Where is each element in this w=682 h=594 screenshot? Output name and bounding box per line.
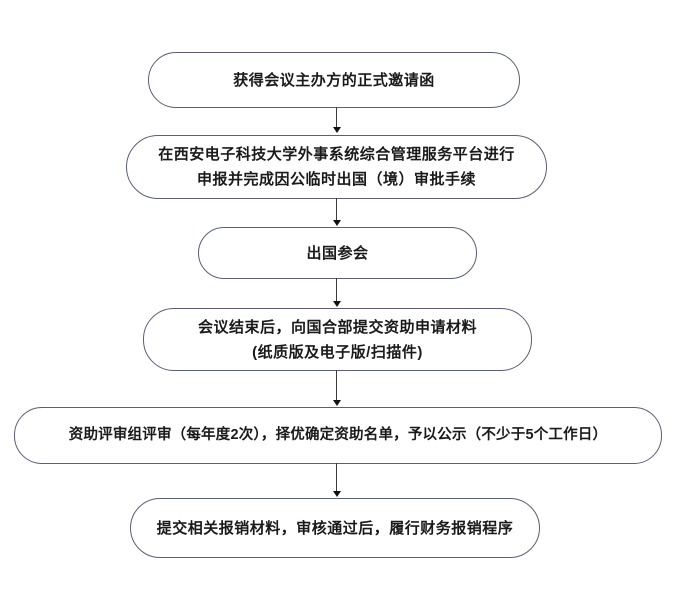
- flow-step-label-line1: 在西安电子科技大学外事系统综合管理服务平台进行: [158, 146, 515, 163]
- flow-step-submit-application: 会议结束后，向国合部提交资助申请材料 (纸质版及电子版/扫描件): [143, 308, 532, 371]
- arrow-line: [335, 370, 338, 400]
- arrow-head-icon: [332, 301, 341, 307]
- flow-step-reimbursement: 提交相关报销材料，审核通过后，履行财务报销程序: [130, 498, 540, 558]
- arrow-line: [335, 463, 338, 491]
- flow-step-attend-abroad: 出国参会: [198, 227, 477, 279]
- arrow-head-icon: [332, 220, 341, 226]
- down-arrow-1: [331, 107, 342, 133]
- flow-step-review-publicity: 资助评审组评审（每年度2次），择优确定资助名单，予以公示（不少于5个工作日）: [14, 407, 662, 464]
- flow-step-label: 获得会议主办方的正式邀请函: [233, 71, 435, 89]
- flow-step-approval-platform: 在西安电子科技大学外事系统综合管理服务平台进行 申报并完成因公临时出国（境）审批…: [126, 135, 547, 199]
- down-arrow-2: [331, 198, 342, 226]
- arrow-line: [335, 278, 338, 301]
- arrow-line: [335, 198, 338, 220]
- arrow-head-icon: [332, 400, 341, 406]
- flow-step-label: 资助评审组评审（每年度2次），择优确定资助名单，予以公示（不少于5个工作日）: [68, 427, 608, 443]
- flow-step-label: 出国参会: [306, 244, 369, 262]
- arrow-head-icon: [332, 127, 341, 133]
- down-arrow-3: [331, 278, 342, 307]
- flow-step-invitation: 获得会议主办方的正式邀请函: [148, 52, 520, 108]
- flow-step-label-line1: 会议结束后，向国合部提交资助申请材料: [197, 318, 477, 336]
- flow-step-label-line2: (纸质版及电子版/扫描件): [252, 343, 423, 361]
- flow-step-label-line2: 申报并完成因公临时出国（境）审批手续: [196, 171, 476, 188]
- arrow-head-icon: [332, 491, 341, 497]
- down-arrow-4: [331, 370, 342, 406]
- flow-step-label: 提交相关报销材料，审核通过后，履行财务报销程序: [156, 519, 514, 537]
- down-arrow-5: [331, 463, 342, 497]
- arrow-line: [335, 107, 338, 127]
